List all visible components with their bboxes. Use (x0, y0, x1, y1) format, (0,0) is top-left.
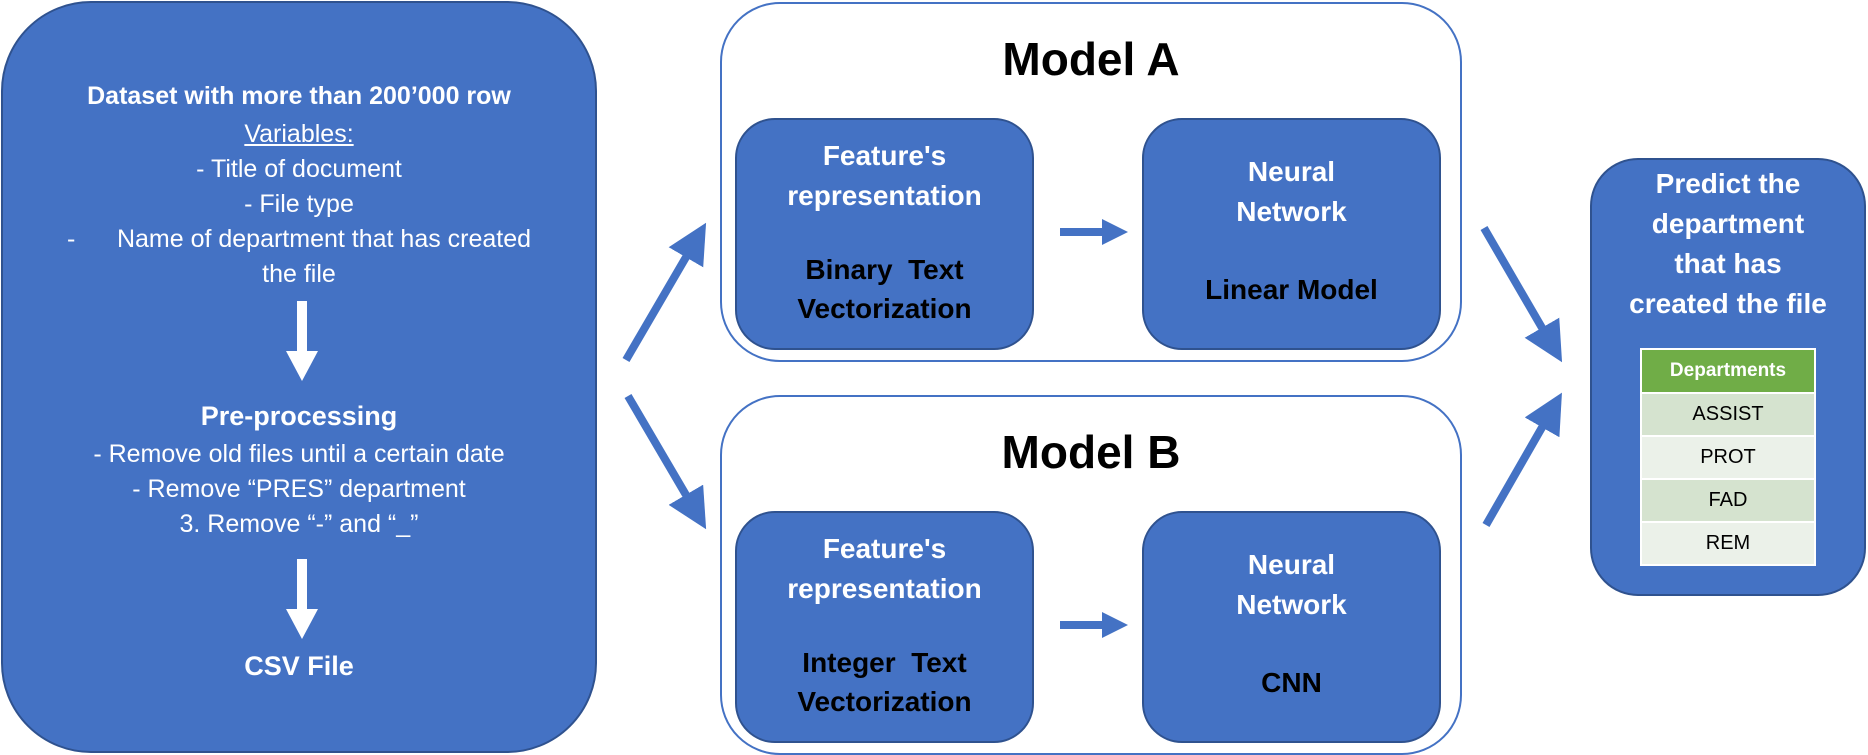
network-model: CNN (1261, 667, 1322, 698)
feature-heading: Feature's (822, 533, 947, 564)
predict-panel: Predict the department that has created … (1590, 158, 1866, 596)
department-cell: PROT (1640, 435, 1816, 480)
variables-label: Variables: (244, 120, 354, 148)
variable-item: - Name of department that has created (66, 225, 532, 253)
network-heading: Network (1236, 589, 1347, 620)
down-arrow-icon (286, 559, 318, 639)
feature-method: Vectorization (797, 686, 972, 717)
model-b-network-box: Neural Network CNN (1142, 511, 1441, 743)
network-heading: Neural (1247, 549, 1336, 580)
feature-method: Integer Text (802, 647, 967, 678)
network-heading: Network (1236, 196, 1347, 227)
arrow-to-model-a-icon (622, 222, 707, 363)
feature-method: Vectorization (797, 293, 972, 324)
right-arrow-icon (1060, 612, 1128, 638)
department-cell: REM (1640, 521, 1816, 566)
feature-method: Binary Text (805, 254, 964, 285)
preprocessing-step: - Remove old files until a certain date (93, 440, 505, 468)
csv-file-label: CSV File (244, 651, 354, 681)
departments-table: Departments ASSIST PROT FAD REM (1640, 348, 1816, 566)
model-b-title: Model B (1001, 426, 1181, 478)
variable-item: - File type (244, 190, 354, 218)
network-heading: Neural (1247, 156, 1336, 187)
model-a-network-box: Neural Network Linear Model (1142, 118, 1441, 350)
department-cell: ASSIST (1640, 392, 1816, 437)
variable-item: - Title of document (196, 155, 402, 183)
preprocessing-step: - Remove “PRES” department (132, 475, 466, 503)
arrow-from-model-b-icon (1482, 392, 1562, 527)
variable-item: the file (262, 260, 336, 288)
department-cell: FAD (1640, 478, 1816, 523)
model-b-feature-box: Feature's representation Integer Text Ve… (735, 511, 1034, 743)
predict-heading-line: created the file (1629, 288, 1827, 319)
model-a-title: Model A (1002, 33, 1180, 85)
arrow-to-model-b-icon (624, 393, 707, 530)
model-a-container: Model A Feature's representation Binary … (720, 2, 1462, 362)
preprocessing-step: 3. Remove “-” and “_” (179, 510, 419, 538)
departments-header: Departments (1640, 348, 1816, 394)
right-arrow-icon (1060, 219, 1128, 245)
model-b-container: Model B Feature's representation Integer… (720, 395, 1462, 755)
down-arrow-icon (286, 301, 318, 381)
dataset-title: Dataset with more than 200’000 row (87, 82, 511, 110)
feature-heading: Feature's (822, 140, 947, 171)
predict-heading-line: department (1651, 208, 1805, 239)
feature-heading: representation (787, 180, 982, 211)
feature-heading: representation (787, 573, 982, 604)
predict-heading-line: Predict the (1655, 168, 1801, 199)
model-a-feature-box: Feature's representation Binary Text Vec… (735, 118, 1034, 350)
network-model: Linear Model (1205, 274, 1378, 305)
predict-heading-line: that has (1674, 248, 1782, 279)
dataset-panel: Dataset with more than 200’000 row Varia… (1, 1, 597, 753)
preprocessing-title: Pre-processing (200, 401, 398, 431)
arrow-from-model-a-icon (1480, 225, 1563, 363)
